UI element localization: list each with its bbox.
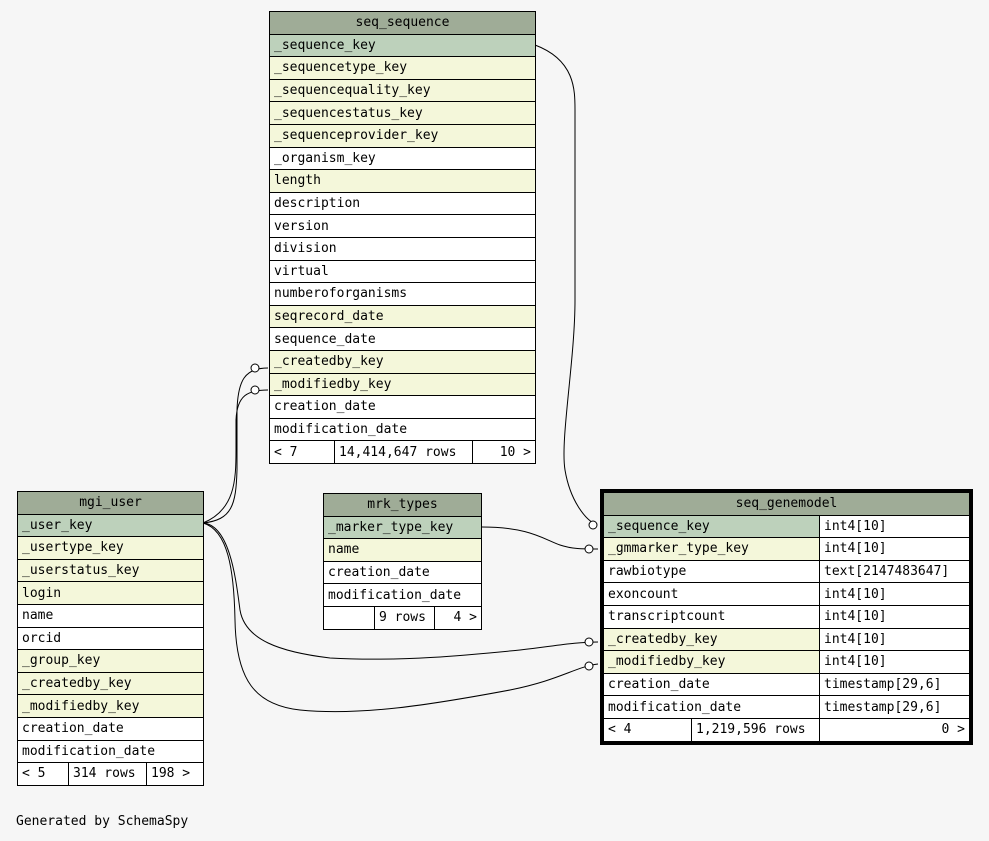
column-type: int4[10] — [819, 582, 970, 606]
edge-gm-modifiedby-end — [584, 661, 594, 671]
mgi-user-table: mgi_user _user_key _usertype_key _userst… — [17, 491, 204, 786]
column-row[interactable]: orcid — [17, 626, 204, 651]
column-row[interactable]: _createdby_key — [17, 671, 204, 696]
column-row[interactable]: description — [269, 191, 536, 216]
parents-link[interactable] — [323, 605, 375, 630]
column-type: int4[10] — [819, 537, 970, 561]
table-header[interactable]: mgi_user — [17, 491, 204, 515]
edge-seq-modifiedby-end — [250, 385, 260, 395]
column-row[interactable]: _sequenceprovider_key — [269, 123, 536, 148]
column-row[interactable]: creation_date — [269, 395, 536, 419]
column-row[interactable]: modification_date — [323, 583, 482, 607]
column-row[interactable]: rawbiotype — [603, 559, 820, 584]
edge-seq-createdby — [202, 367, 269, 524]
edge-gm-createdby-end — [584, 637, 594, 647]
column-type: int4[10] — [819, 604, 970, 629]
mrk-types-table: mrk_types _marker_type_key name creation… — [323, 493, 482, 630]
edge-gm-modifiedby — [202, 522, 599, 713]
column-row[interactable]: _modifiedby_key — [17, 694, 204, 718]
column-row[interactable]: name — [17, 603, 204, 628]
column-row[interactable]: _createdby_key — [269, 349, 536, 374]
column-row[interactable]: division — [269, 236, 536, 261]
column-row[interactable]: _group_key — [17, 649, 204, 673]
column-row[interactable]: exoncount — [603, 582, 820, 606]
edge-gm-createdby — [202, 522, 599, 660]
children-link[interactable]: 10 > — [472, 440, 536, 464]
generated-by-credit: Generated by SchemaSpy — [16, 814, 189, 829]
column-row[interactable]: name — [323, 538, 482, 562]
row-count: 14,414,647 rows — [334, 440, 473, 464]
edge-seq-createdby-end — [250, 363, 260, 373]
column-type: timestamp[29,6] — [819, 695, 970, 719]
column-row[interactable]: version — [269, 214, 536, 238]
column-row[interactable]: _sequence_key — [269, 33, 536, 58]
column-type: int4[10] — [819, 627, 970, 652]
column-row[interactable]: _organism_key — [269, 146, 536, 171]
column-row[interactable]: _usertype_key — [17, 536, 204, 560]
column-row[interactable]: transcriptcount — [603, 604, 820, 629]
column-type: text[2147483647] — [819, 559, 970, 584]
column-row[interactable]: _modifiedby_key — [603, 650, 820, 674]
column-row[interactable]: _createdby_key — [603, 627, 820, 652]
column-row[interactable]: _user_key — [17, 513, 204, 538]
table-header[interactable]: mrk_types — [323, 493, 482, 517]
children-link[interactable]: 198 > — [146, 762, 204, 786]
column-type: int4[10] — [819, 514, 970, 539]
edge-sequence-key — [534, 44, 598, 526]
column-row[interactable]: _sequence_key — [603, 514, 820, 539]
row-count: 314 rows — [68, 762, 147, 786]
column-row[interactable]: modification_date — [269, 417, 536, 442]
edge-sequence-key-end — [588, 520, 598, 530]
table-header[interactable]: seq_genemodel — [603, 492, 970, 516]
column-row[interactable]: _modifiedby_key — [269, 372, 536, 397]
parents-link[interactable]: < 4 — [603, 717, 692, 742]
parents-link[interactable]: < 7 — [269, 440, 335, 464]
column-row[interactable]: _gmmarker_type_key — [603, 537, 820, 561]
children-link[interactable]: 4 > — [434, 605, 482, 630]
column-row[interactable]: _marker_type_key — [323, 515, 482, 540]
column-row[interactable]: _sequencequality_key — [269, 78, 536, 103]
row-count: 1,219,596 rows — [691, 717, 820, 742]
edge-marker-type-key-end — [584, 544, 594, 554]
parents-link[interactable]: < 5 — [17, 762, 69, 786]
column-row[interactable]: modification_date — [603, 695, 820, 719]
column-type: int4[10] — [819, 650, 970, 674]
column-row[interactable]: modification_date — [17, 739, 204, 764]
row-count: 9 rows — [374, 605, 435, 630]
column-type: timestamp[29,6] — [819, 672, 970, 697]
children-link[interactable]: 0 > — [819, 717, 970, 742]
column-row[interactable]: numberoforganisms — [269, 282, 536, 306]
column-row[interactable]: sequence_date — [269, 327, 536, 351]
column-row[interactable]: _sequencestatus_key — [269, 101, 536, 125]
column-row[interactable]: login — [17, 581, 204, 605]
edge-marker-type-key — [481, 526, 599, 550]
edge-seq-modifiedby — [202, 389, 269, 524]
column-row[interactable]: creation_date — [603, 672, 820, 697]
column-row[interactable]: _sequencetype_key — [269, 56, 536, 80]
column-row[interactable]: creation_date — [323, 560, 482, 585]
seq-sequence-table: seq_sequence _sequence_key _sequencetype… — [269, 11, 536, 464]
column-row[interactable]: _userstatus_key — [17, 558, 204, 583]
column-row[interactable]: virtual — [269, 259, 536, 284]
seq-genemodel-table: seq_genemodel _sequence_key int4[10] _gm… — [600, 489, 973, 745]
table-header[interactable]: seq_sequence — [269, 11, 536, 35]
column-row[interactable]: seqrecord_date — [269, 304, 536, 329]
column-row[interactable]: creation_date — [17, 716, 204, 741]
column-row[interactable]: length — [269, 169, 536, 193]
